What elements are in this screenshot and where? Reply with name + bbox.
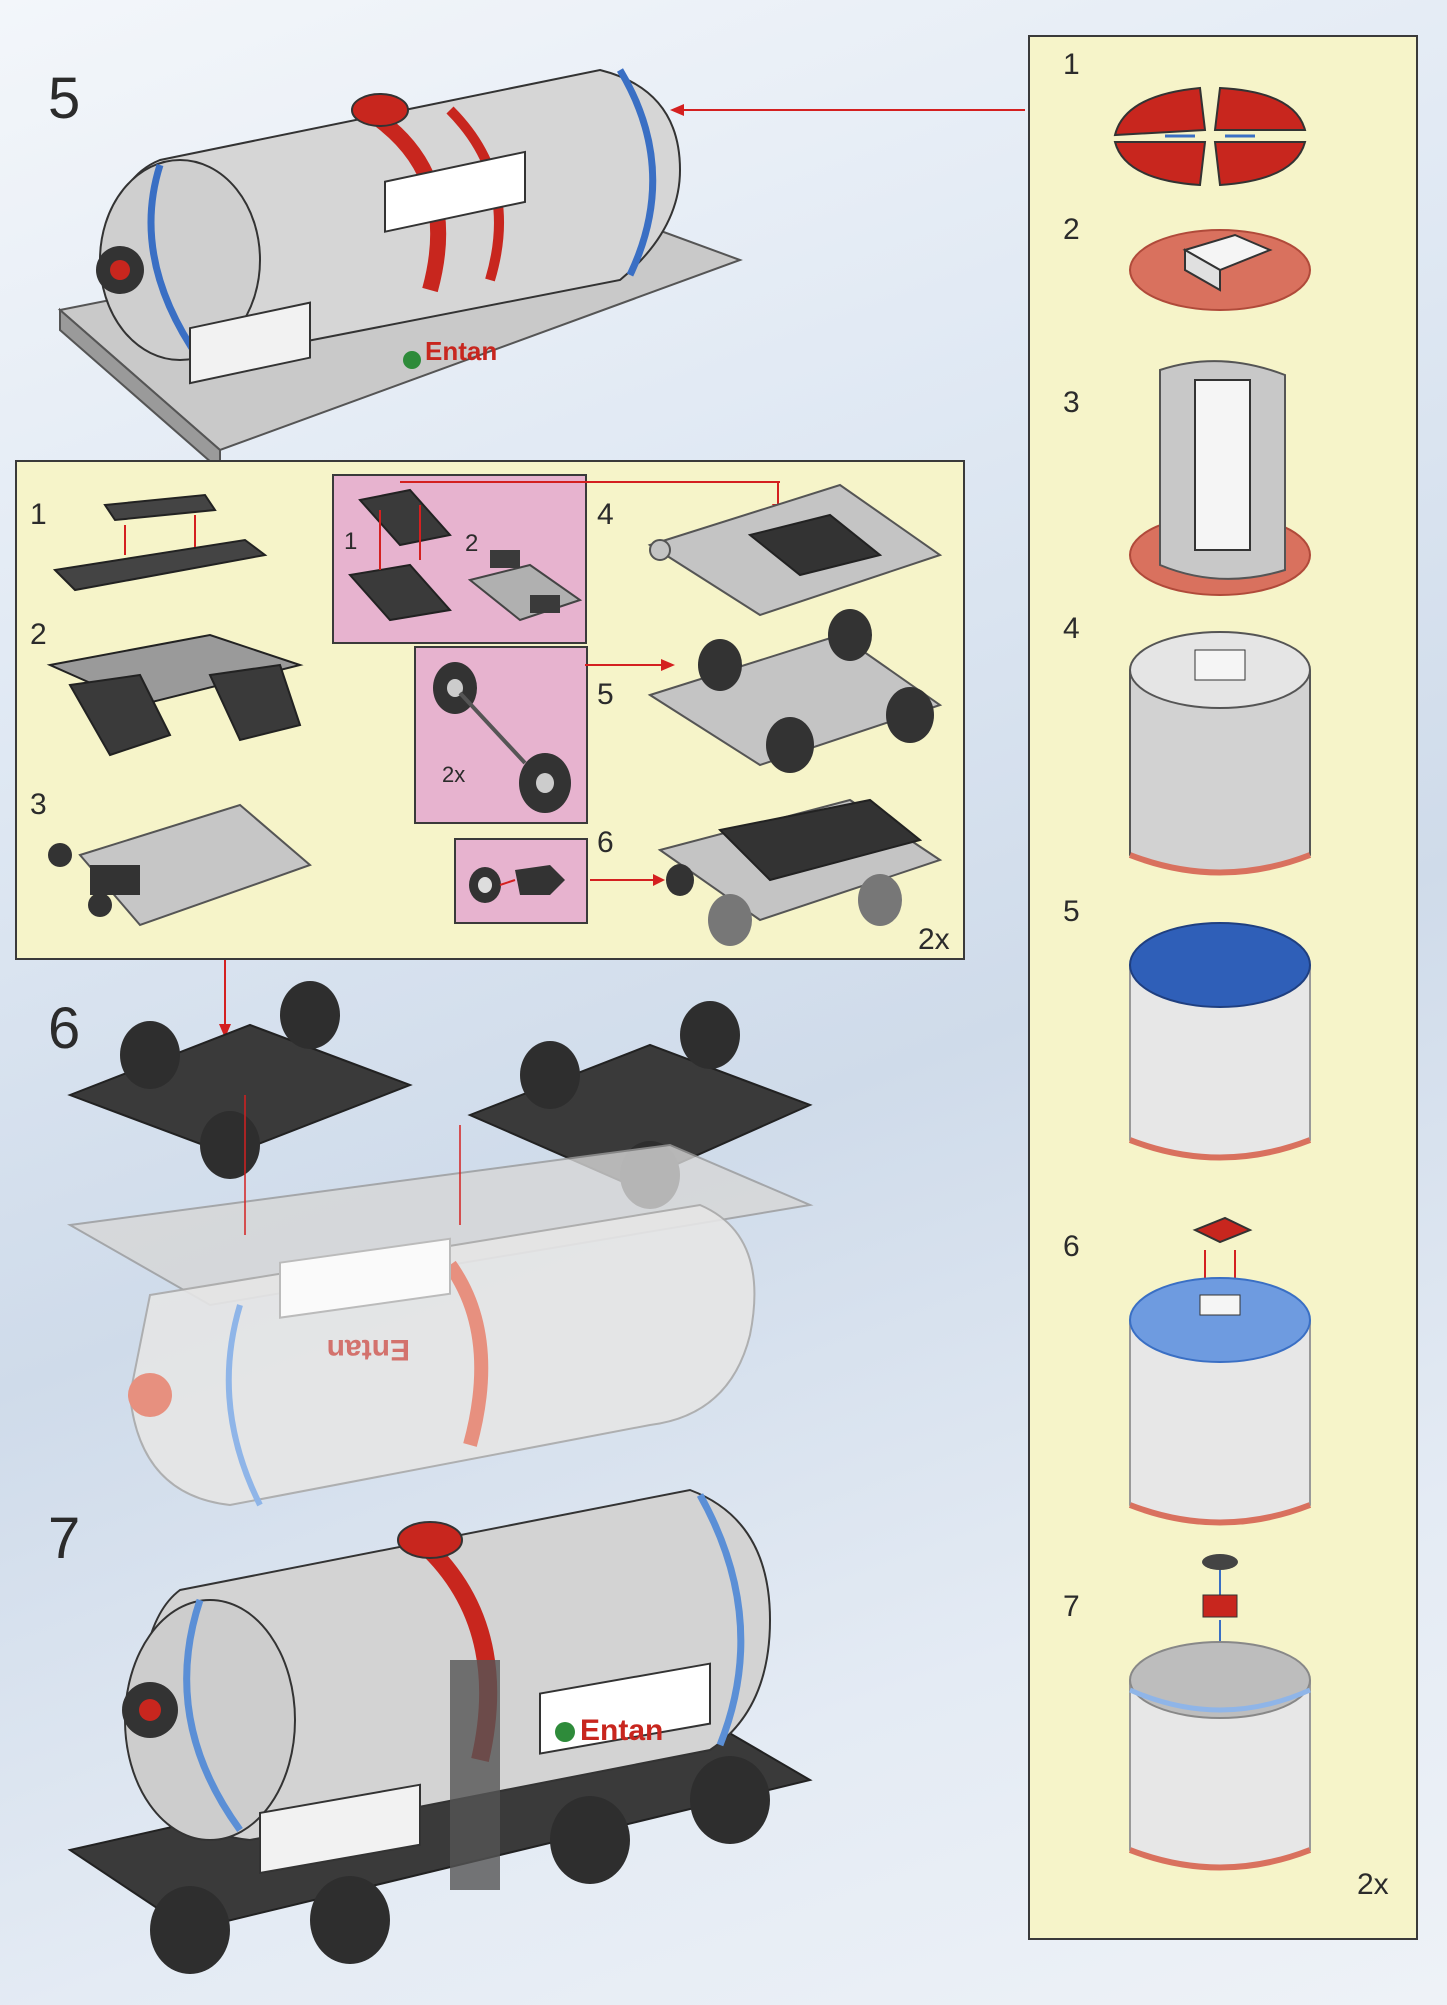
substep2-frame xyxy=(46,633,304,757)
inset-number-1: 1 xyxy=(344,528,358,555)
substep4-chassis xyxy=(647,483,943,617)
entan-logo-step5: Entan xyxy=(425,336,497,366)
substep1-plates xyxy=(52,493,268,592)
tank-end-step6-red-plate xyxy=(1128,1216,1312,1526)
substep6-chassis-plate xyxy=(657,798,943,946)
tank-end-substep-7: 7 xyxy=(1063,1590,1080,1623)
substep-3: 3 xyxy=(30,788,47,821)
substep3-frame xyxy=(48,803,312,927)
substep-4: 4 xyxy=(597,498,614,531)
entan-logo-step6: Entan xyxy=(327,1333,410,1366)
tank-end-step3-wall xyxy=(1129,360,1311,596)
arrow-to-substep5 xyxy=(585,659,675,671)
tank-car-complete-step7: Entan xyxy=(67,1488,813,1974)
tank-end-substep-6: 6 xyxy=(1063,1230,1080,1263)
step-number-5: 5 xyxy=(48,66,81,131)
tank-end-step2-plate-brick xyxy=(1129,229,1311,311)
substep-6: 6 xyxy=(597,826,614,859)
tank-end-substep-4: 4 xyxy=(1063,612,1080,645)
tank-car-assembly-step6: Entan xyxy=(66,981,814,1507)
step-number-6: 6 xyxy=(48,996,81,1061)
subassembly-multiplier: 2x xyxy=(918,923,950,956)
tank-end-substep-3: 3 xyxy=(1063,386,1080,419)
tank-end-substep-2: 2 xyxy=(1063,213,1080,246)
tank-car-assembly-step5: Entan xyxy=(57,68,743,473)
connector-arrow-to-step5 xyxy=(670,104,1025,116)
coupler-illustration xyxy=(469,865,665,903)
tank-end-multiplier: 2x xyxy=(1357,1868,1389,1901)
axle-illustration xyxy=(433,662,571,813)
tank-end-substep-5: 5 xyxy=(1063,895,1080,928)
tank-end-step7-final xyxy=(1128,1554,1312,1871)
connector-to-step6 xyxy=(219,960,231,1038)
substep-5: 5 xyxy=(597,678,614,711)
substep-2: 2 xyxy=(30,618,47,651)
step-number-7: 7 xyxy=(48,1506,81,1571)
tank-end-step5-blue-cap xyxy=(1128,922,1312,1161)
entan-logo-step7: Entan xyxy=(580,1714,663,1747)
inset-number-2: 2 xyxy=(465,530,479,557)
substep5-chassis-wheels xyxy=(647,609,943,773)
tank-end-step4-cylinder xyxy=(1128,631,1312,876)
substep-1: 1 xyxy=(30,498,47,531)
tank-end-step1-plates xyxy=(1113,86,1307,187)
tank-end-substep-1: 1 xyxy=(1063,48,1080,81)
axle-multiplier: 2x xyxy=(442,762,466,787)
inset-plates-illustration xyxy=(348,488,583,622)
